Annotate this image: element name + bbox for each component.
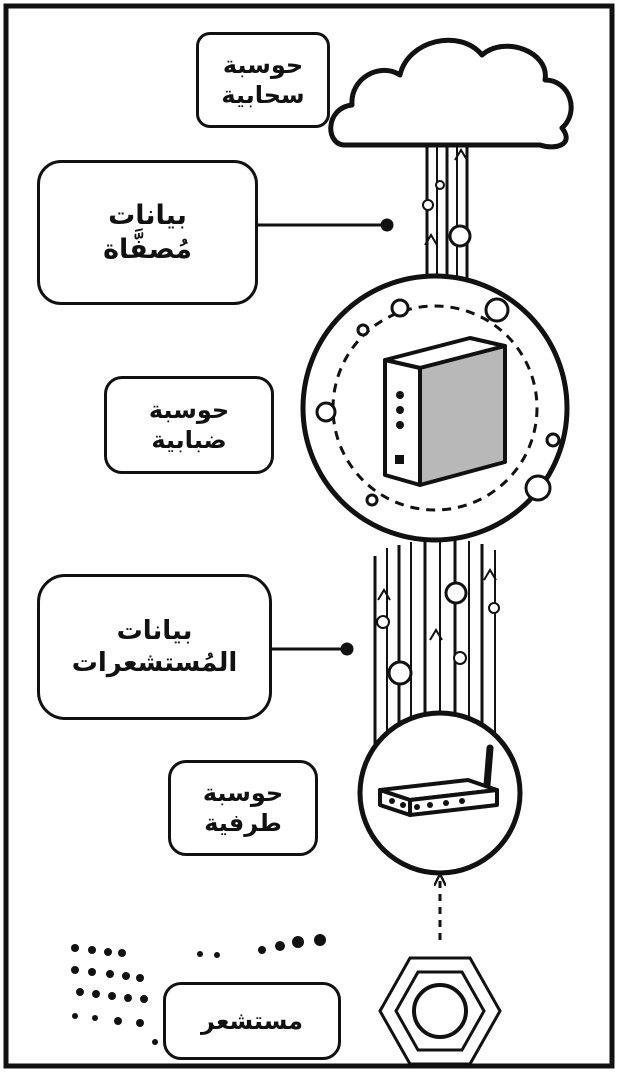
label-fog-computing-line2: ضبابية: [151, 426, 227, 454]
label-sensor-data-line1: بيانات: [116, 615, 193, 646]
router-icon: [378, 744, 499, 817]
label-edge-computing-line2: طرفية: [204, 809, 282, 837]
label-sensor-data-line2: المُستشعرات: [71, 648, 238, 678]
lower-data-bundle: [373, 540, 500, 760]
label-connectors: [258, 218, 394, 656]
label-fog-computing-line1: حوسبة: [148, 396, 230, 424]
label-edge-computing-line1: حوسبة: [202, 779, 284, 807]
label-cloud-computing-line1: حوسبة: [222, 51, 304, 79]
label-cloud-computing-line2: سحابية: [221, 81, 305, 109]
cloud-icon: [328, 37, 574, 150]
hex-sensor-icon: [378, 956, 502, 1066]
label-sensor-data: بيانات المُستشعرات: [37, 574, 272, 720]
label-edge-computing: حوسبة طرفية: [168, 760, 318, 856]
label-filtered-data-line1: بيانات: [108, 199, 187, 231]
upper-data-bundle: [422, 145, 472, 290]
label-filtered-data: بيانات مُصفَّاة: [37, 160, 258, 305]
label-sensor-line1: مستشعر: [201, 1007, 303, 1035]
sensor-dots: [71, 934, 326, 1045]
outer-frame: [3, 3, 615, 1069]
server-icon: [383, 336, 507, 487]
label-cloud-computing: حوسبة سحابية: [196, 32, 330, 128]
label-filtered-data-line2: مُصفَّاة: [103, 233, 192, 265]
label-sensor: مستشعر: [163, 982, 341, 1060]
label-fog-computing: حوسبة ضبابية: [104, 376, 274, 474]
